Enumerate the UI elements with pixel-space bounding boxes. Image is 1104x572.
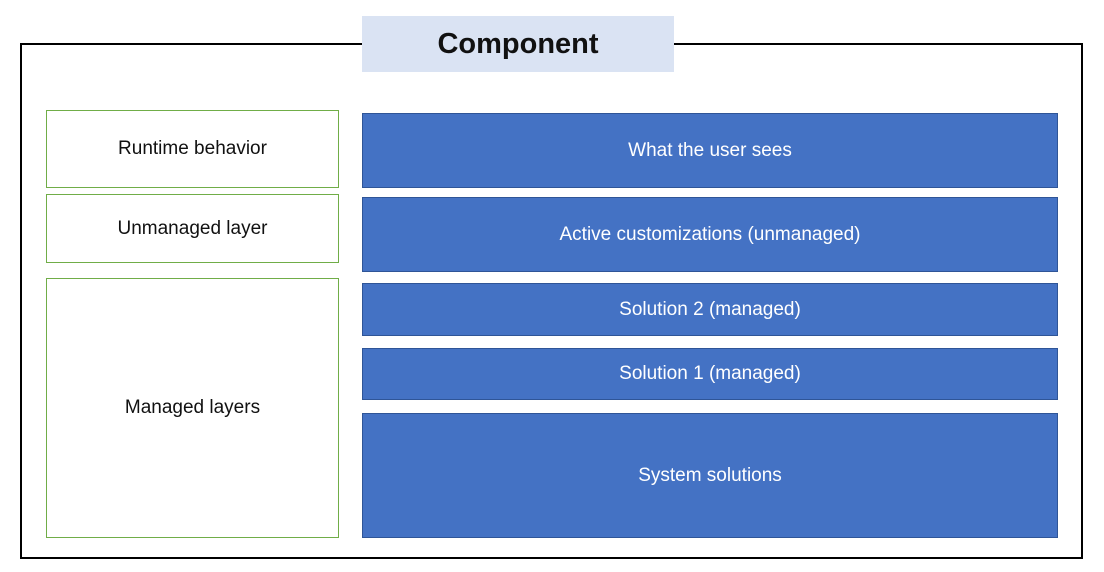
managed-layers-label: Managed layers [124,397,261,418]
unmanaged-layer-box: Unmanaged layer [46,194,339,263]
unmanaged-layer-label: Unmanaged layer [117,217,268,239]
managed-layers-box: Managed layers [46,278,339,538]
what-the-user-sees-box: What the user sees [362,113,1058,188]
component-title-box: Component [362,16,674,72]
solution-1-managed-box: Solution 1 (managed) [362,348,1058,400]
solution-1-managed-label: Solution 1 (managed) [619,363,801,384]
what-the-user-sees-label: What the user sees [628,139,792,161]
diagram-title: Component [437,27,599,60]
active-customizations-box: Active customizations (unmanaged) [362,197,1058,272]
system-solutions-label: System solutions [638,464,782,486]
solution-2-managed-box: Solution 2 (managed) [362,283,1058,336]
active-customizations-label: Active customizations (unmanaged) [559,223,861,245]
runtime-behavior-box: Runtime behavior [46,110,339,188]
solution-2-managed-label: Solution 2 (managed) [619,298,801,320]
runtime-behavior-label: Runtime behavior [118,138,267,159]
system-solutions-box: System solutions [362,413,1058,538]
